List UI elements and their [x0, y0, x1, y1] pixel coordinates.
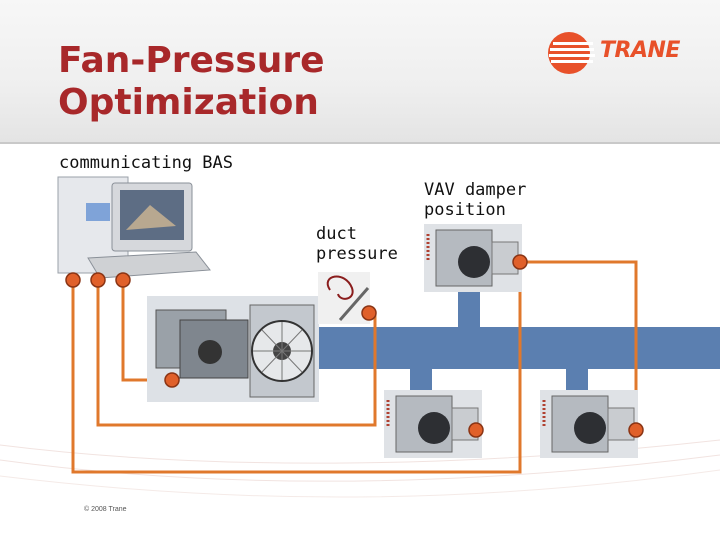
control-wiring	[71, 260, 638, 474]
copyright: © 2008 Trane	[84, 506, 127, 513]
duct-pressure-label: duct pressure	[316, 224, 398, 264]
connection-points	[65, 254, 644, 438]
fan-icon	[147, 296, 319, 402]
sensor-connection-point	[361, 305, 377, 321]
vav-damper-label: VAV damper position	[424, 180, 527, 220]
vav-box-icon	[424, 224, 522, 292]
logo-text: TRANE	[600, 38, 680, 63]
vav-connection-point-2	[468, 422, 484, 438]
vav-box-icon	[540, 390, 638, 458]
bas-label: communicating BAS	[59, 153, 233, 173]
bas-port-2	[90, 272, 106, 288]
header-rule	[0, 142, 720, 144]
pressure-sensor-icon	[318, 272, 370, 324]
vav-box-icon	[384, 390, 482, 458]
header-band	[0, 0, 720, 142]
slide-title: Fan-Pressure Optimization	[58, 40, 325, 123]
computer-icon	[57, 176, 211, 279]
vav-connection-point-3	[628, 422, 644, 438]
vav-connection-point-1	[512, 254, 528, 270]
bas-port-3	[115, 272, 131, 288]
bas-port-1	[65, 272, 81, 288]
trane-logo-icon	[548, 32, 595, 74]
fan-connection-point	[164, 372, 180, 388]
